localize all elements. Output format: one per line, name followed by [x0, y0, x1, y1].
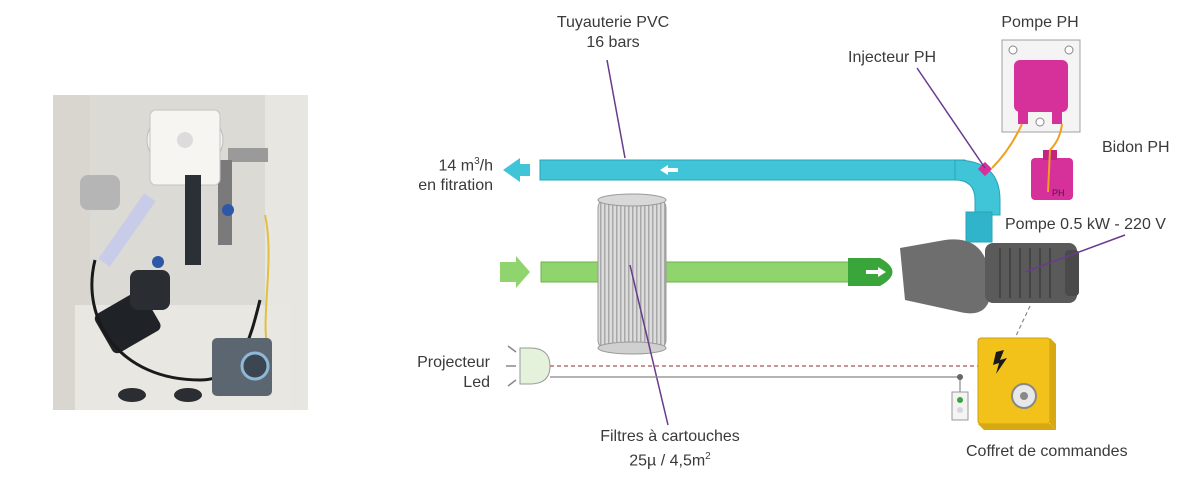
photo-filter-cap: [177, 132, 193, 148]
leader-pump: [1024, 234, 1126, 273]
projector-label: Projecteur Led: [390, 353, 490, 393]
photo-fitting-1: [118, 388, 146, 402]
ph-injection-line: [991, 123, 1023, 169]
outlet-arrow-head: [503, 158, 530, 182]
wire-pump: [1014, 305, 1031, 339]
flow-mode: en fitration: [418, 177, 493, 195]
flow-rate: 14 m3/h: [378, 152, 493, 176]
projector-line1: Projecteur: [417, 354, 490, 371]
flow-arrow-in: [866, 267, 886, 277]
ph-pump-port-1: [1018, 110, 1028, 124]
photo-clear-tube: [98, 193, 156, 267]
filter-line2-exponent: 2: [705, 451, 711, 462]
outlet-pipe: [539, 159, 966, 181]
flow-exponent: 3: [474, 156, 480, 167]
ph-pump-screw-1: [1008, 45, 1018, 55]
tank-label: Bidon PH: [1102, 139, 1170, 156]
photo-fitting-2: [174, 388, 202, 402]
photo-valve: [80, 175, 120, 210]
pipe-title: Tuyauterie PVC: [556, 14, 670, 31]
pump-fins: [999, 248, 1051, 298]
control-box-dial-center: [1020, 392, 1028, 400]
ph-tank: [1031, 158, 1073, 200]
pump-end-cap: [1065, 250, 1079, 296]
ph-pump-screw-3: [1035, 117, 1045, 127]
filter-label: Filtres à cartouches 25µ / 4,5m2: [570, 427, 770, 471]
wire-node: [957, 374, 963, 380]
float-switch-led-2: [957, 407, 963, 413]
inlet-pipe: [540, 261, 852, 283]
control-box: [977, 337, 1051, 425]
photo-blue-fitting: [222, 204, 234, 216]
ph-tank-mark: PH: [1052, 188, 1065, 198]
flow-number: 14 m: [438, 157, 475, 175]
ph-pump-screw-2: [1064, 45, 1074, 55]
projector-led: [519, 347, 551, 385]
pipe-label: Tuyauterie PVC 16 bars: [528, 13, 698, 53]
float-switch-led: [957, 397, 963, 403]
main-pump-label: Pompe 0.5 kW - 220 V: [1005, 216, 1166, 233]
filter-bottom-cap: [597, 341, 667, 355]
ph-injector: [977, 161, 993, 177]
photo-pipe-vertical: [218, 160, 232, 245]
ph-suction-line: [1047, 123, 1063, 193]
filter-line1: Filtres à cartouches: [600, 428, 740, 445]
photo-pipe-grey: [228, 148, 268, 162]
ph-pump-body: [1014, 60, 1068, 112]
leader-filter: [629, 264, 669, 426]
float-switch: [951, 391, 969, 421]
control-box-label: Coffret de commandes: [966, 443, 1128, 460]
control-box-bevel-bottom: [978, 424, 1056, 430]
projector-line2: Led: [463, 374, 490, 391]
leader-pipe: [606, 59, 626, 159]
injector-label: Injecteur PH: [848, 49, 937, 66]
outlet-riser: [965, 211, 993, 243]
flow-label: 14 m3/h en fitration: [378, 152, 493, 196]
pipe-pressure: 16 bars: [586, 34, 640, 51]
photo-blue-fitting-2: [152, 256, 164, 268]
filter-line2-prefix: 25µ / 4,5m: [629, 452, 706, 470]
lightning-icon: [993, 350, 1007, 374]
inlet-arrow: [500, 256, 530, 288]
flow-arrow-out: [660, 165, 678, 175]
ph-pump-port-2: [1052, 110, 1062, 124]
photo-black-pipe: [185, 175, 201, 265]
filter-line2: 25µ / 4,5m2: [570, 447, 770, 471]
photo-ph-pump-dial: [240, 351, 270, 381]
control-box-bevel: [1050, 338, 1056, 430]
flow-unit: /h: [479, 157, 493, 175]
photo-pump-head: [130, 270, 170, 310]
outlet-elbow: [954, 159, 1001, 216]
projector-rays: [506, 345, 517, 387]
ph-pump-label: Pompe PH: [1001, 14, 1079, 31]
pump-volute: [900, 239, 990, 314]
leader-injector: [916, 67, 986, 169]
filter-top-cap: [597, 193, 667, 207]
